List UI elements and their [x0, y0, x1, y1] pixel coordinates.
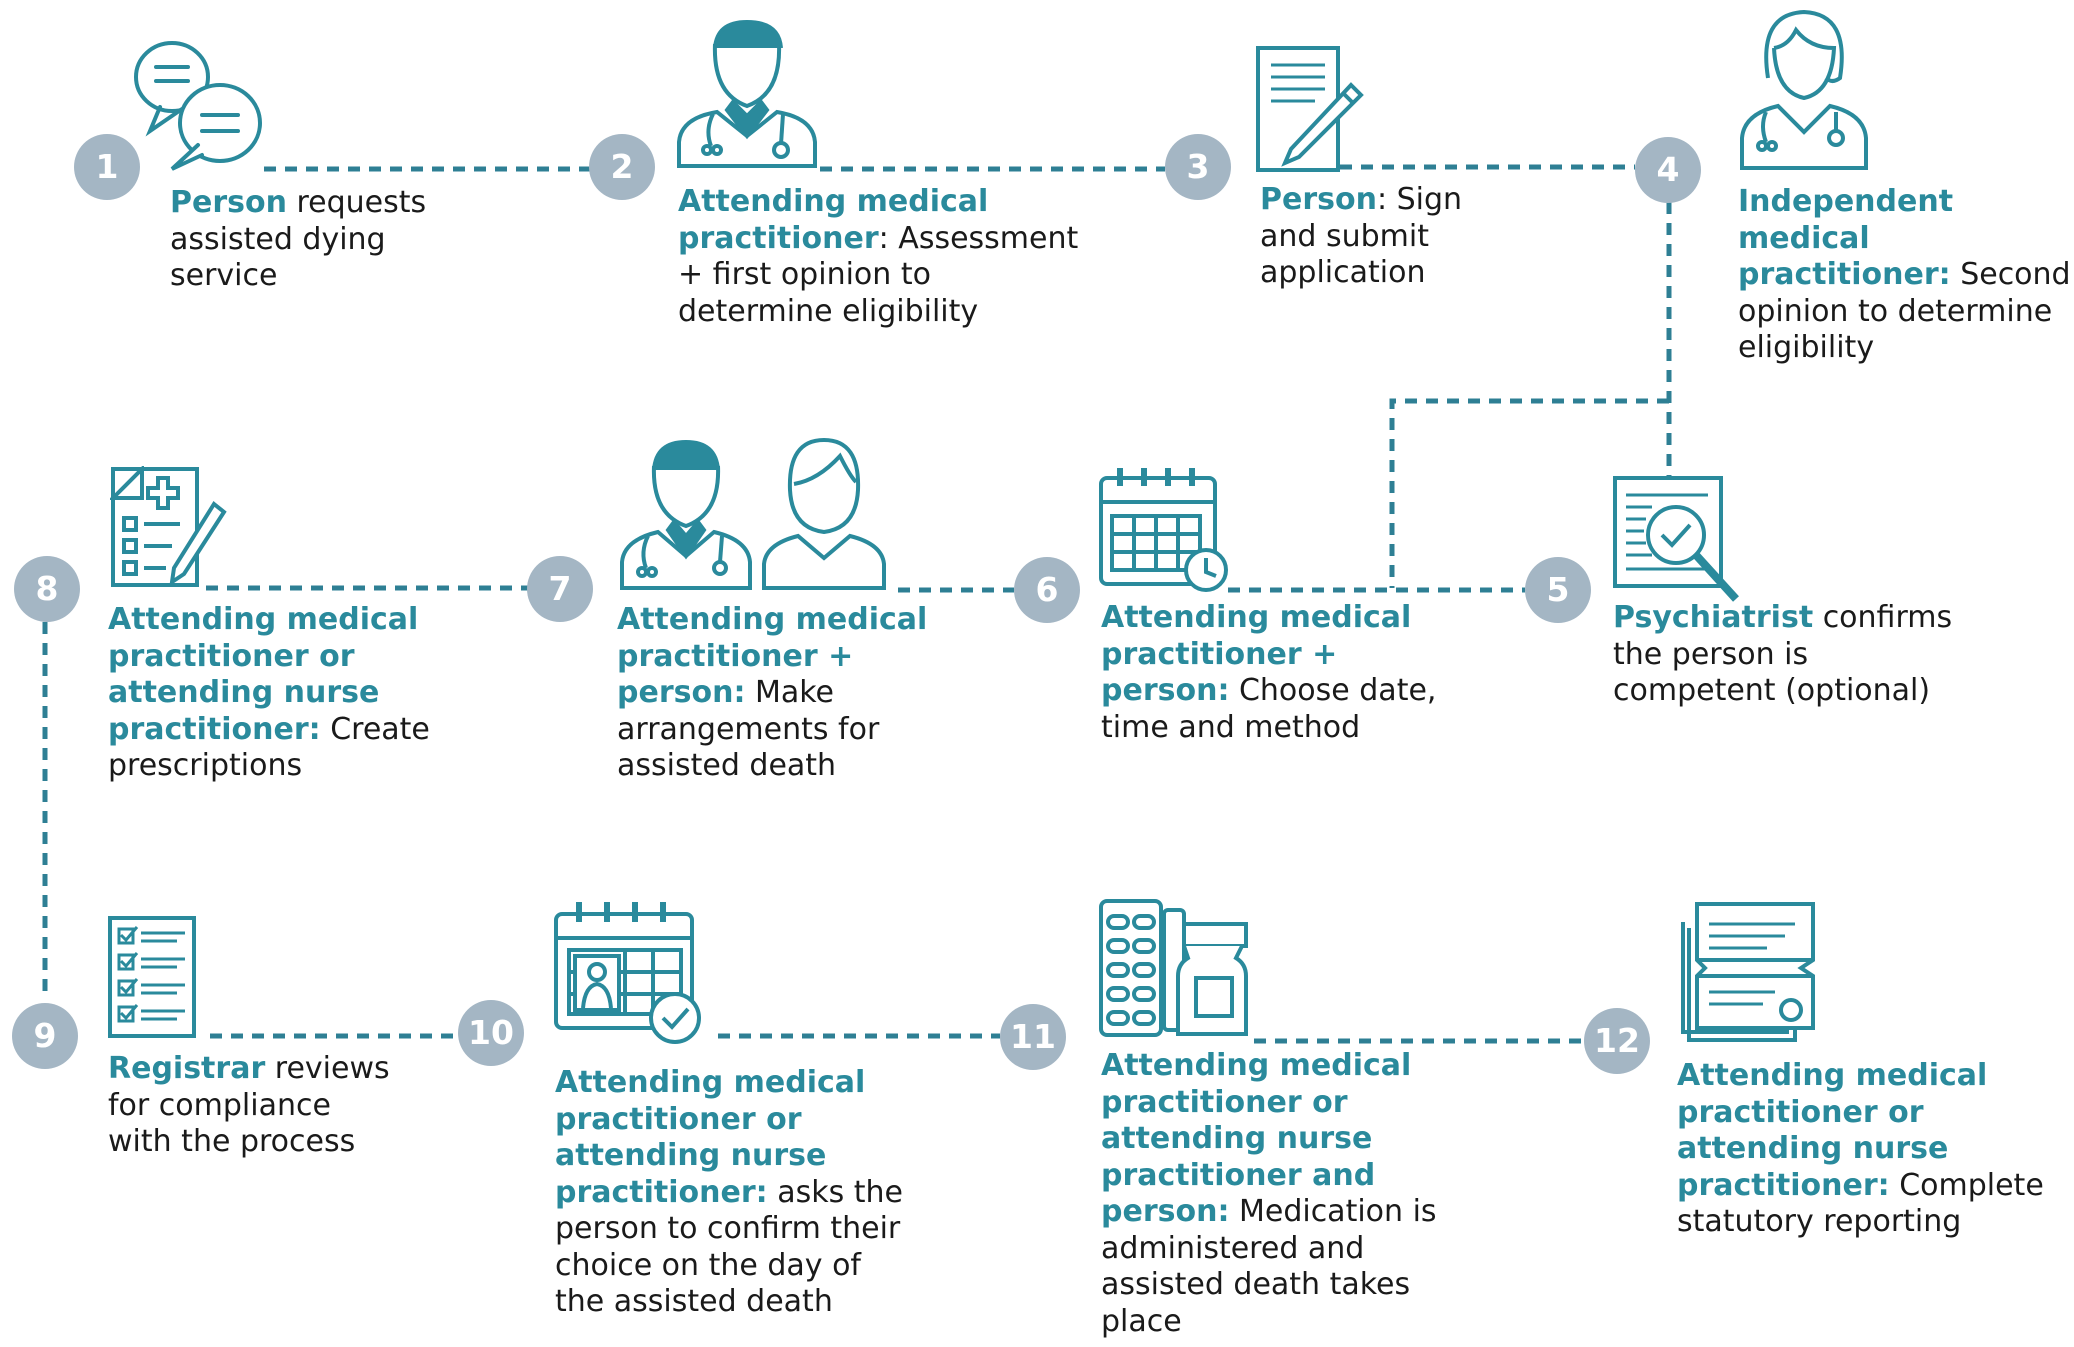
step-10-text: Attending medical practitioner or attend…	[555, 1065, 905, 1321]
step-12-description: Complete statutory reporting	[1677, 1167, 2044, 1240]
step-7-text: Attending medical practitioner + person:…	[617, 602, 987, 785]
step-6-role: Attending medical practitioner + person:	[1101, 600, 1412, 708]
step-10-badge: 10	[458, 1000, 524, 1066]
step-12-role: Attending medical practitioner or attend…	[1677, 1058, 1988, 1203]
step-1-role: Person	[170, 185, 287, 220]
step-8-text: Attending medical practitioner or attend…	[108, 602, 513, 785]
step-7-role: Attending medical practitioner + person:	[617, 602, 928, 710]
step-6-text: Attending medical practitioner + person:…	[1101, 600, 1471, 746]
chat-bubbles-icon	[134, 41, 262, 171]
step-5-badge: 5	[1525, 557, 1591, 623]
step-5-description: confirms the person is competent (option…	[1613, 600, 1953, 708]
step-3-description: : Sign and submit application	[1260, 182, 1463, 290]
step-4-role: Independent medical practitioner:	[1738, 184, 1954, 292]
step-4-text: Independent medical practitioner: Second…	[1738, 184, 2073, 367]
step-10-role: Attending medical practitioner or attend…	[555, 1065, 866, 1210]
step-2-text: Attending medical practitioner: Assessme…	[678, 184, 1083, 330]
calendar-clock-icon	[1099, 468, 1228, 592]
step-12-text: Attending medical practitioner or attend…	[1677, 1058, 2072, 1241]
step-4-description: Second opinion to determine eligibility	[1738, 257, 2071, 365]
step-7-description: Make arrangements for assisted death	[617, 675, 880, 783]
step-1-text: Person requests assisted dying service	[170, 185, 440, 295]
step-10-description: asks the person to confirm their choice …	[555, 1174, 903, 1320]
step-4-badge: 4	[1635, 137, 1701, 203]
step-5-role: Psychiatrist	[1613, 600, 1814, 635]
step-11-description: Medication is administered and assisted …	[1101, 1194, 1437, 1339]
step-11-badge: 11	[1000, 1004, 1066, 1070]
step-11-text: Attending medical practitioner or attend…	[1101, 1048, 1496, 1340]
step-9-badge: 9	[12, 1003, 78, 1069]
step-11-role: Attending medical practitioner or attend…	[1101, 1048, 1412, 1229]
step-3-badge: 3	[1165, 134, 1231, 200]
step-1-badge: 1	[74, 134, 140, 200]
step-9-description: reviews for compliance with the process	[108, 1051, 390, 1159]
step-5-text: Psychiatrist confirms the person is comp…	[1613, 600, 1958, 710]
step-9-text: Registrar reviews for compliance with th…	[108, 1051, 398, 1161]
step-12-badge: 12	[1584, 1008, 1650, 1074]
step-3-text: Person: Sign and submit application	[1260, 182, 1475, 292]
document-pen-icon	[1256, 46, 1364, 172]
calendar-check-icon	[554, 902, 701, 1044]
connector-4-6	[1389, 398, 1669, 588]
female-doctor-icon	[1740, 9, 1868, 170]
step-8-role: Attending medical practitioner or attend…	[108, 602, 419, 747]
step-7-badge: 7	[527, 556, 593, 622]
report-documents-icon	[1681, 902, 1815, 1042]
step-2-description: : Assessment + first opinion to determin…	[678, 220, 1079, 329]
step-2-badge: 2	[589, 134, 655, 200]
step-6-description: Choose date, time and method	[1101, 673, 1437, 745]
step-1-description: requests assisted dying service	[170, 185, 427, 293]
step-8-description: Create prescriptions	[108, 711, 430, 784]
prescription-clipboard-icon	[110, 466, 227, 587]
pills-bottle-icon	[1099, 899, 1248, 1037]
checklist-icon	[108, 916, 196, 1038]
doctor-and-person-icon	[620, 437, 886, 590]
document-magnifier-icon	[1613, 476, 1739, 602]
step-6-badge: 6	[1014, 557, 1080, 623]
step-2-role: Attending medical practitioner	[678, 184, 989, 256]
step-8-badge: 8	[14, 556, 80, 622]
step-9-role: Registrar	[108, 1051, 266, 1086]
step-3-role: Person	[1260, 182, 1377, 217]
male-doctor-icon	[677, 19, 817, 168]
